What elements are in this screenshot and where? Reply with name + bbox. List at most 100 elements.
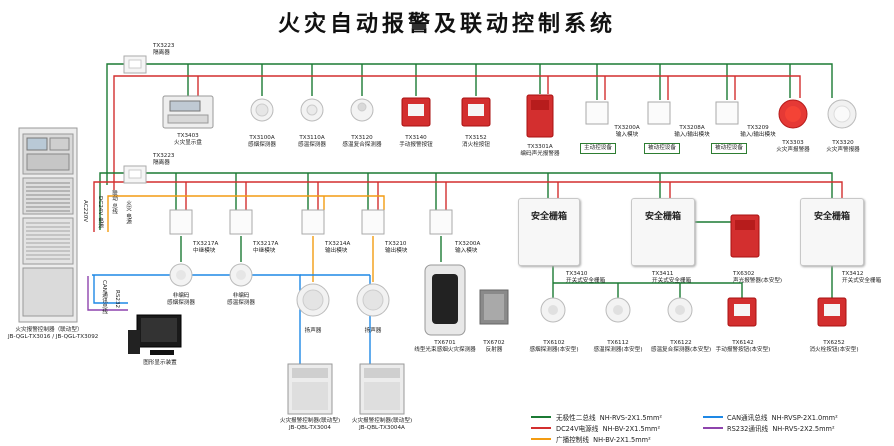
safety-barrier-box-1[interactable]: 安全栅箱 (518, 198, 580, 266)
panel-row (26, 246, 70, 248)
panel-row (26, 242, 70, 244)
mid-power-line (93, 181, 843, 232)
legend-item-bus: 无极性二总线 NH-RVS-2X1.5mm² (556, 414, 663, 422)
panel-row (26, 210, 70, 212)
relay-module-icon-2 (229, 209, 253, 235)
can-bus-line (92, 274, 301, 364)
power-unit-label-2: 火灾报警控制器(联动型)JB-QBL-TX3004A (351, 418, 413, 431)
input-module-icon (585, 101, 609, 125)
rs232-line (87, 276, 128, 311)
panel-side-label-dc24: DC24V 电源 (97, 196, 103, 229)
linkage-device-button-2[interactable]: 被动控设备 (644, 143, 680, 154)
ex-heat-detector-icon (605, 297, 631, 323)
panel-row (26, 202, 70, 204)
safety-box-title: 安全栅箱 (644, 212, 681, 222)
panel-row (26, 226, 70, 228)
relay-module-icon-1 (169, 209, 193, 235)
ex-manual-call-point-icon (727, 297, 757, 327)
panel-side-label-ac: AC220V (82, 200, 88, 223)
speaker-label-1: 扬声器 (304, 328, 322, 334)
graphic-display-monitor[interactable] (128, 314, 182, 355)
legend-item-rs232: RS232通讯线 NH-RVS-2X2.5mm² (727, 425, 835, 433)
speaker-icon-2 (356, 283, 390, 317)
safety-barrier-box-3[interactable]: 安全栅箱 (800, 198, 864, 266)
top-power-line (113, 75, 801, 190)
ex-smoke-detector-icon (540, 297, 566, 323)
panel-row (26, 198, 70, 200)
rs232-label: RS232 (114, 290, 120, 309)
diagram-title: 火灾自动报警及联动控制系统 (277, 12, 616, 37)
panel-row (26, 190, 70, 192)
safety-out-2 (553, 282, 743, 300)
ex-combo-detector-icon (667, 297, 693, 323)
reflector-icon (479, 289, 509, 325)
panel-row (26, 230, 70, 232)
panel-label: 火灾报警控制器（联动型）JB-QGL-TX3016 / JB-QGL-TX309… (8, 327, 99, 340)
conventional-heat-detector-icon (229, 263, 253, 287)
smoke-detector-icon (250, 98, 274, 122)
panel-row (26, 222, 70, 224)
panel-row (26, 234, 70, 236)
panel-row (26, 254, 70, 256)
heat-detector-icon (300, 98, 324, 122)
output-module-icon-2 (361, 209, 385, 235)
legend-swatch-power (531, 427, 551, 429)
power-unit-1[interactable] (287, 363, 333, 415)
monitor-label: 图形显示装置 (143, 360, 177, 366)
conventional-heat-label: 非编码 感温探测器 (227, 293, 255, 306)
power-unit-label-1: 火灾报警控制器(联动型)JB-QBL-TX3004 (279, 418, 341, 431)
fire-alarm-panel[interactable] (18, 127, 78, 323)
safety-barrier-box-2[interactable]: 安全栅箱 (631, 198, 695, 266)
linkage-device-button-1[interactable]: 主动控设备 (580, 143, 616, 154)
panel-row (26, 186, 70, 188)
fire-alarm-bell-icon (827, 99, 857, 129)
input-module-icon-2 (429, 209, 453, 235)
ex-sounder-strobe-icon (730, 214, 760, 258)
power-unit-2[interactable] (359, 363, 405, 415)
linkage-device-button-3[interactable]: 被动控设备 (711, 143, 747, 154)
manual-call-point-icon (401, 97, 431, 127)
panel-row (26, 194, 70, 196)
speaker-icon-1 (296, 283, 330, 317)
isolator-mid (123, 165, 147, 184)
panel-row (26, 206, 70, 208)
can-monitor-line (93, 275, 128, 304)
speaker-label-2: 扬声器 (364, 328, 382, 334)
panel-side-label-bus: 联动 总线 (111, 190, 117, 215)
hydrant-button-icon (461, 97, 491, 127)
legend-swatch-can (703, 416, 723, 418)
can-bus-label: CAN通讯总线 (101, 280, 107, 315)
legend-item-broadcast: 广播控制线 NH-BV-2X1.5mm² (556, 436, 651, 444)
ex-hydrant-button-icon (817, 297, 847, 327)
broadcast-line (107, 195, 385, 232)
conventional-smoke-label: 非编码 感烟探测器 (167, 293, 195, 306)
combo-detector-icon (350, 98, 374, 122)
panel-row (26, 182, 70, 184)
legend-item-can: CAN通讯总线 NH-RVSP-2X1.0mm² (727, 414, 838, 422)
io-module-icon-1 (647, 101, 671, 125)
legend-swatch-broadcast (531, 438, 551, 440)
safety-box-title: 安全栅箱 (813, 212, 850, 222)
